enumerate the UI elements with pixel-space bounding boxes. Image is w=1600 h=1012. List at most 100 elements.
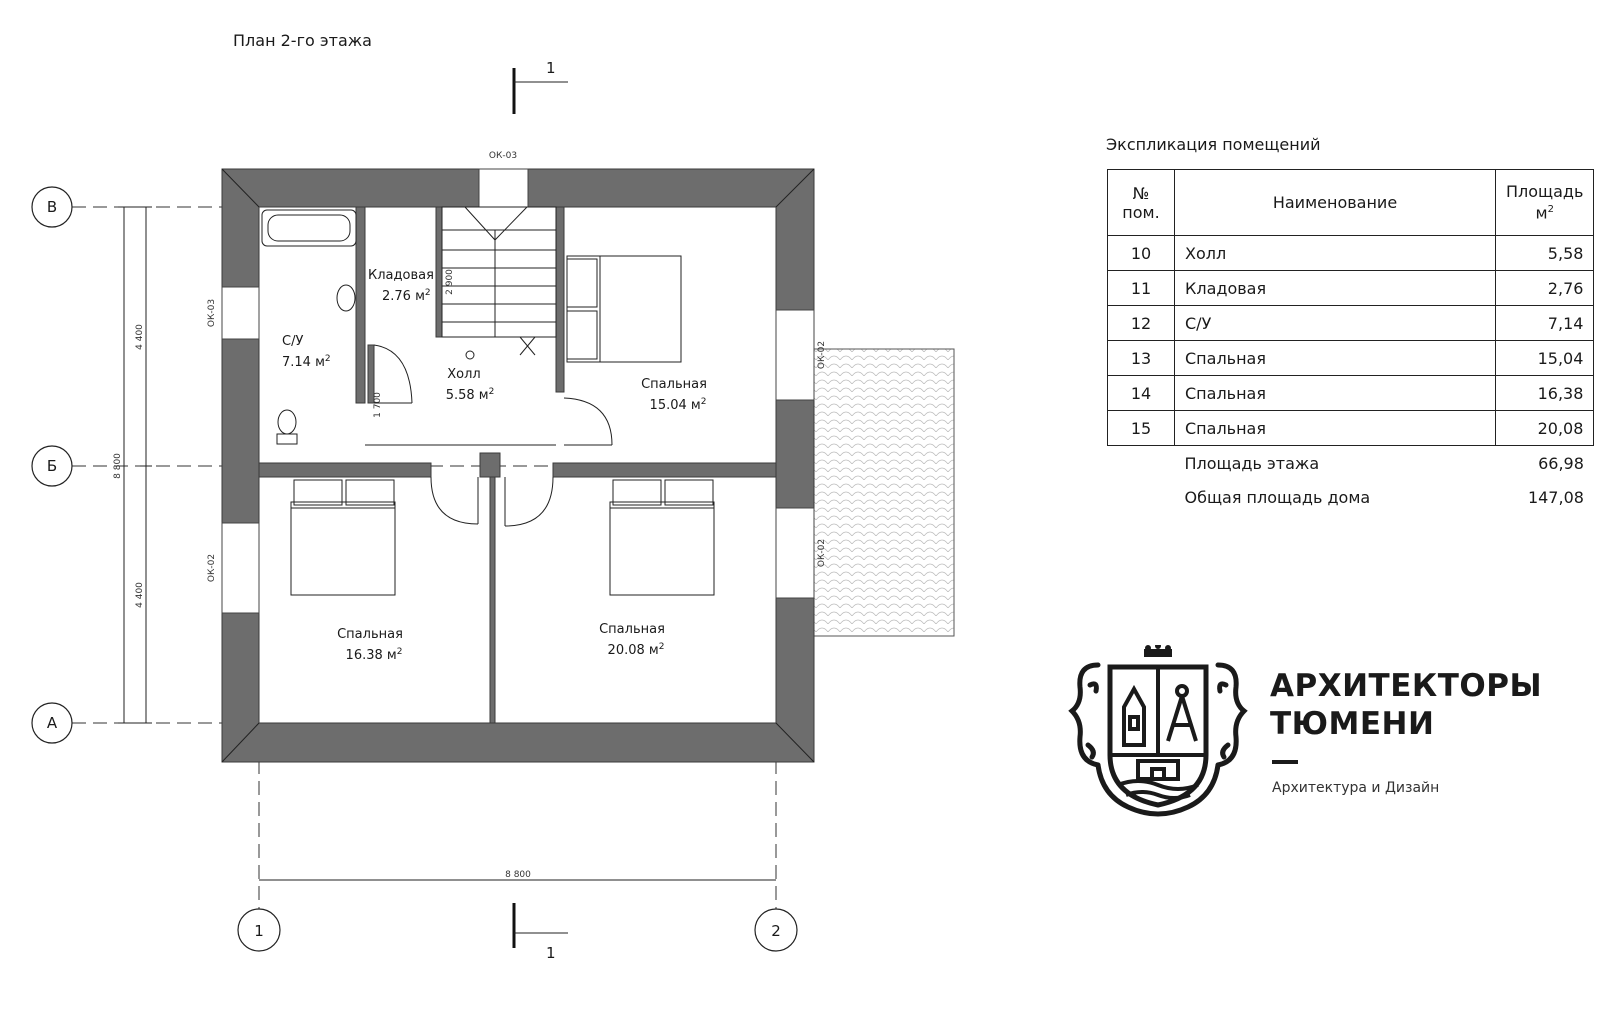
bed-icon-upper — [566, 255, 682, 363]
total-area-label: Общая площадь дома — [1184, 487, 1371, 507]
window-right-bottom: ОК-02 — [775, 507, 827, 599]
cell-name: Кладовая — [1174, 270, 1496, 306]
total-area-row: Общая площадь дома 147,08 — [1108, 480, 1594, 514]
cell-num: 15 — [1107, 410, 1175, 446]
cell-area: 7,14 — [1494, 305, 1595, 341]
floor-area-row: Площадь этажа 66,98 — [1108, 446, 1594, 481]
table-row: 15 Спальная 20,08 — [1107, 410, 1595, 446]
svg-text:ОК-03: ОК-03 — [489, 151, 517, 161]
table-row: 14 Спальная 16,38 — [1107, 375, 1595, 411]
cell-num: 13 — [1107, 340, 1175, 376]
axis-bubble-1: 1 — [237, 908, 281, 952]
section-mark-top: 1 — [512, 59, 568, 114]
cell-num: 10 — [1107, 235, 1175, 271]
brand-tagline: Архитектура и Дизайн — [1272, 780, 1440, 796]
svg-text:Кладовая: Кладовая — [368, 268, 434, 283]
table-row: 13 Спальная 15,04 — [1107, 340, 1595, 376]
bed-icon-lower-right — [609, 479, 715, 596]
brand-name-line1: АРХИТЕКТОРЫ — [1270, 668, 1543, 704]
svg-text:Спальная: Спальная — [599, 622, 665, 637]
svg-text:8 800: 8 800 — [113, 453, 123, 479]
cell-name: Холл — [1174, 235, 1496, 271]
room-label-wc: С/У 7.14 м2 — [282, 334, 331, 370]
svg-text:Спальная: Спальная — [337, 627, 403, 642]
cell-area: 2,76 — [1494, 270, 1595, 306]
brand-name-line2: ТЮМЕНИ — [1270, 706, 1435, 742]
svg-text:1: 1 — [546, 59, 556, 77]
svg-text:ОК-02: ОК-02 — [817, 539, 827, 567]
dimension-left: 4 400 4 400 8 800 — [113, 206, 152, 724]
svg-text:1 700: 1 700 — [373, 392, 383, 418]
cell-num: 12 — [1107, 305, 1175, 341]
door-swings — [365, 344, 613, 527]
plan-title: План 2-го этажа — [233, 31, 372, 50]
svg-text:1: 1 — [254, 922, 264, 940]
header-num: № пом. — [1107, 169, 1175, 236]
svg-text:2.76 м2: 2.76 м2 — [382, 288, 431, 304]
svg-text:1: 1 — [546, 944, 556, 962]
cell-name: Спальная — [1174, 340, 1496, 376]
cell-name: Спальная — [1174, 410, 1496, 446]
svg-text:ОК-03: ОК-03 — [207, 299, 217, 327]
svg-text:А: А — [47, 714, 58, 732]
floor-area-value: 66,98 — [1538, 453, 1584, 473]
svg-text:2 900: 2 900 — [445, 269, 455, 295]
header-name: Наименование — [1174, 169, 1496, 236]
section-mark-bottom: 1 — [512, 903, 568, 962]
cell-name: Спальная — [1174, 375, 1496, 411]
toilet-icon — [276, 409, 298, 445]
staircase: 2 900 1 700 — [373, 206, 557, 418]
wall-corner-lines — [221, 168, 815, 763]
room-label-pantry: Кладовая 2.76 м2 — [368, 268, 434, 304]
cell-area: 20,08 — [1494, 410, 1595, 446]
svg-text:Б: Б — [47, 457, 57, 475]
cell-area: 15,04 — [1494, 340, 1595, 376]
svg-text:В: В — [47, 198, 57, 216]
sink-icon — [336, 284, 356, 312]
dimension-bottom: 8 800 — [259, 870, 776, 881]
window-top: ОК-03 — [478, 151, 529, 208]
svg-text:7.14 м2: 7.14 м2 — [282, 354, 331, 370]
cell-num: 11 — [1107, 270, 1175, 306]
cell-area: 5,58 — [1494, 235, 1595, 271]
room-label-bedroom-13: Спальная 15.04 м2 — [641, 377, 707, 413]
window-left-top: ОК-03 — [207, 286, 260, 340]
room-label-bedroom-14: Спальная 16.38 м2 — [337, 627, 403, 663]
svg-text:15.04 м2: 15.04 м2 — [650, 397, 707, 413]
explication-title: Экспликация помещений — [1106, 135, 1321, 154]
svg-text:2: 2 — [771, 922, 781, 940]
svg-text:Холл: Холл — [447, 367, 480, 382]
bathtub-icon — [261, 209, 357, 247]
room-label-hall: Холл 5.58 м2 — [446, 367, 495, 403]
svg-text:С/У: С/У — [282, 334, 303, 349]
bed-icon-lower-left — [290, 479, 396, 596]
svg-text:ОК-02: ОК-02 — [207, 554, 217, 582]
axis-bubble-b: Б — [31, 445, 73, 487]
svg-text:20.08 м2: 20.08 м2 — [608, 642, 665, 658]
room-label-bedroom-15: Спальная 20.08 м2 — [599, 622, 665, 658]
table-row: 10 Холл 5,58 — [1107, 235, 1595, 271]
window-left-bottom: ОК-02 — [207, 522, 260, 614]
svg-text:ОК-02: ОК-02 — [817, 341, 827, 369]
svg-text:4 400: 4 400 — [135, 324, 145, 350]
roof-terrace — [813, 348, 955, 637]
crest-logo-icon — [1068, 645, 1248, 817]
total-area-value: 147,08 — [1527, 487, 1584, 507]
svg-text:4 400: 4 400 — [135, 582, 145, 608]
brand-divider — [1272, 760, 1298, 764]
svg-text:Спальная: Спальная — [641, 377, 707, 392]
svg-text:5.58 м2: 5.58 м2 — [446, 387, 495, 403]
cell-name: С/У — [1174, 305, 1496, 341]
table-row: 11 Кладовая 2,76 — [1107, 270, 1595, 306]
axis-bubble-a: А — [31, 702, 73, 744]
table-row: 12 С/У 7,14 — [1107, 305, 1595, 341]
window-right-top: ОК-02 — [775, 309, 827, 401]
cell-area: 16,38 — [1494, 375, 1595, 411]
interior-walls — [258, 206, 777, 724]
floor-area-label: Площадь этажа — [1184, 453, 1320, 473]
svg-text:16.38 м2: 16.38 м2 — [346, 647, 403, 663]
svg-text:8 800: 8 800 — [505, 870, 531, 880]
